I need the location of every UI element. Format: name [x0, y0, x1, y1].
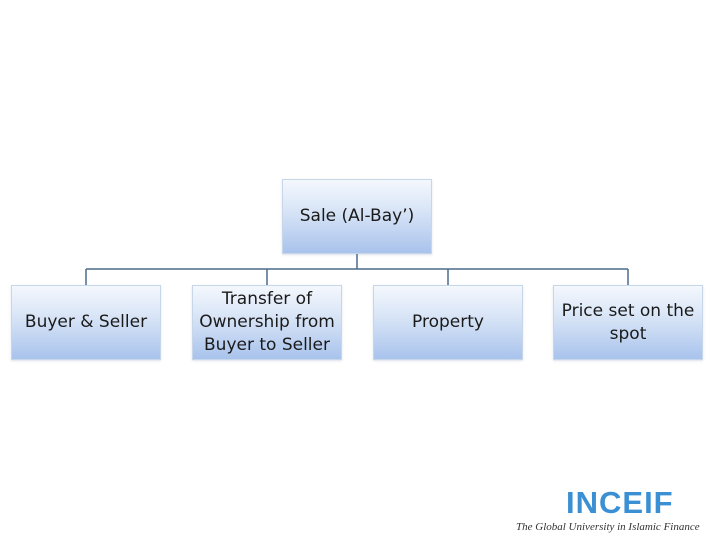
inceif-logo: INCEIF The Global University in Islamic …	[510, 486, 710, 536]
child-node-buyer-seller: Buyer & Seller	[11, 285, 161, 360]
child-node-label: Transfer of Ownership from Buyer to Sell…	[199, 289, 335, 355]
child-node-label: Price set on the spot	[561, 300, 695, 344]
child-node-price: Price set on the spot	[553, 285, 703, 360]
child-node-transfer-of-ownership: Transfer of Ownership from Buyer to Sell…	[192, 285, 342, 360]
child-node-label: Property	[412, 312, 484, 332]
logo-tagline: The Global University in Islamic Finance	[516, 521, 700, 533]
logo-wordmark: INCEIF	[566, 485, 674, 520]
child-node-property: Property	[373, 285, 523, 360]
root-node-sale: Sale (Al-Bay’)	[282, 179, 432, 254]
root-node-label: Sale (Al-Bay’)	[299, 206, 415, 226]
child-node-label: Buyer & Seller	[24, 312, 148, 332]
